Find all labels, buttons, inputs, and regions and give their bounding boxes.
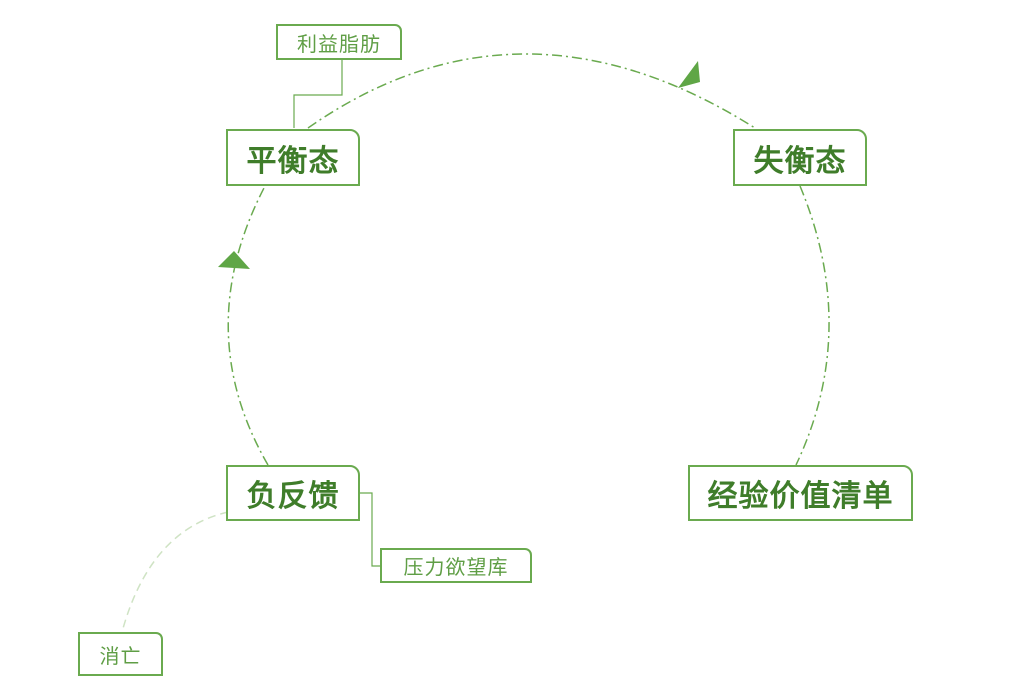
arrowhead-top: [678, 61, 700, 88]
arrowhead-left: [218, 251, 250, 269]
node-experience-list: 经验价值清单: [688, 465, 913, 521]
node-pressure-desire: 压力欲望库: [380, 548, 532, 583]
arc-feedback-to-balance: [227, 185, 269, 466]
connector-interest-fat: [293, 58, 343, 128]
arc-balance-to-imbalance: [307, 53, 756, 129]
node-interest-fat: 利益脂肪: [276, 24, 402, 60]
node-imbalance: 失衡态: [733, 129, 867, 186]
node-negative-feedback: 负反馈: [226, 465, 360, 521]
connector-pressure-desire: [360, 492, 382, 567]
arc-feedback-to-perish: [121, 511, 229, 633]
arc-imbalance-to-experience: [795, 185, 830, 466]
node-perish: 消亡: [78, 632, 163, 676]
node-balance: 平衡态: [226, 129, 360, 186]
